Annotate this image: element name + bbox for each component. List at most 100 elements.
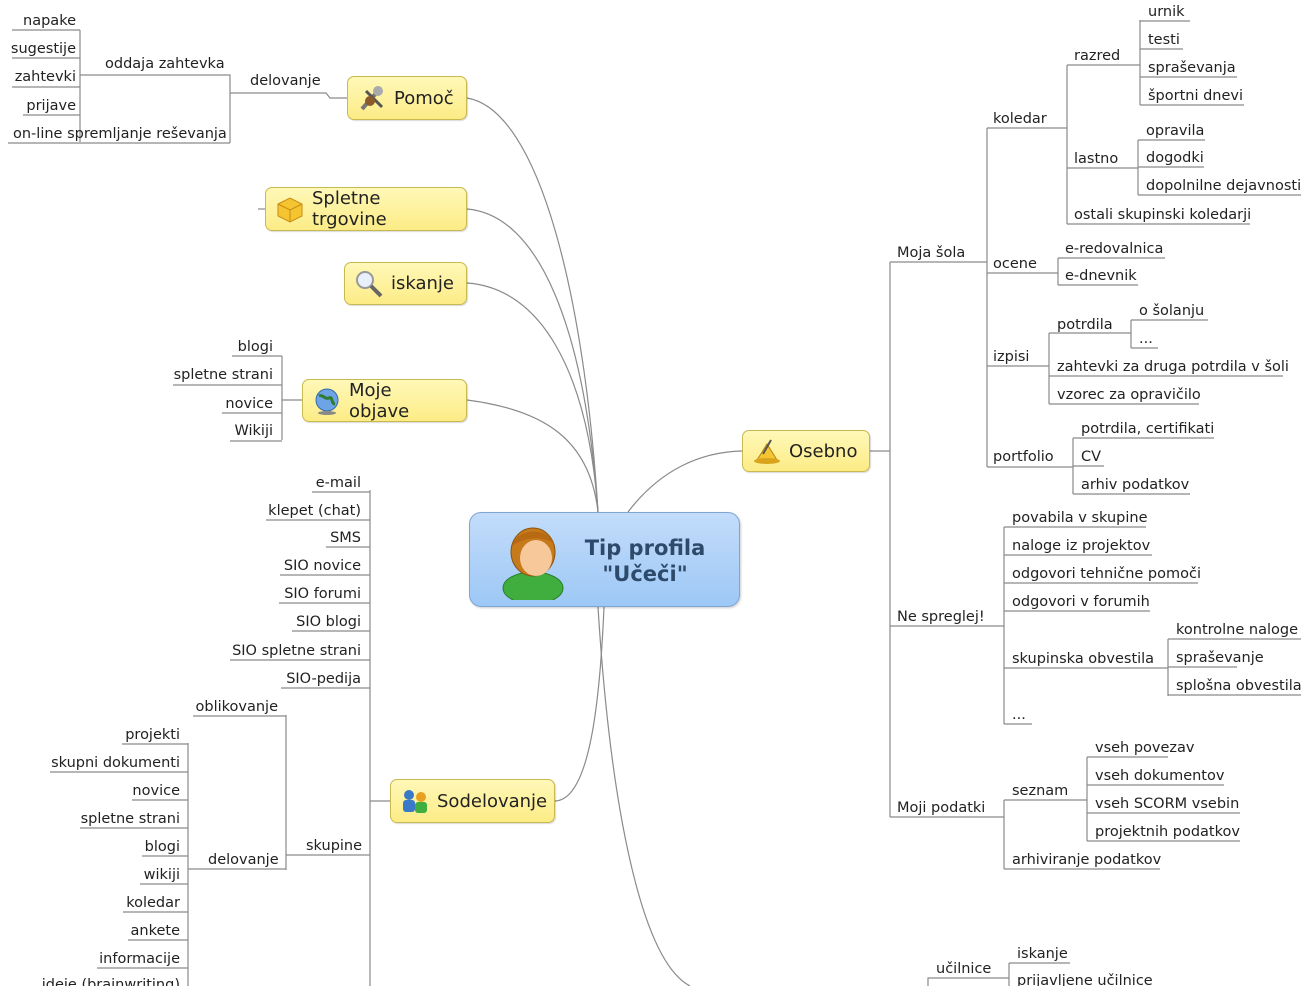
topic-label: Pomoč [394,87,454,109]
node-vzorec-opravicilo[interactable]: vzorec za opravičilo [1057,387,1201,403]
node-skupni-dokumenti[interactable]: skupni dokumenti [51,755,180,771]
node-sugestije[interactable]: sugestije [10,41,76,57]
topic-label: Osebno [789,440,858,462]
node-dogodki[interactable]: dogodki [1146,150,1204,166]
node-moji-podatki[interactable]: Moji podatki [897,800,986,816]
node-novice[interactable]: novice [132,783,180,799]
node-ocene[interactable]: ocene [993,256,1037,272]
topic-iskanje[interactable]: iskanje [344,262,467,305]
node-o-solanju[interactable]: o šolanju [1139,303,1205,319]
node-wikiji[interactable]: wikiji [143,867,180,883]
people-group-icon [399,786,431,816]
node-moja-sola[interactable]: Moja šola [897,245,966,261]
node-spletne-strani[interactable]: spletne strani [80,811,180,827]
node-sprasevanja[interactable]: spraševanja [1148,60,1236,76]
node-skupine-delovanje[interactable]: delovanje [208,852,279,868]
node-napake[interactable]: napake [23,13,76,29]
node-naloge-projektov[interactable]: naloge iz projektov [1012,538,1151,554]
node-potrdila-certifikati[interactable]: potrdila, certifikati [1081,421,1215,437]
node-razred[interactable]: razred [1074,48,1121,64]
node-vseh-povezav[interactable]: vseh povezav [1095,740,1195,756]
node-vseh-dokumentov[interactable]: vseh dokumentov [1095,768,1225,784]
node-zahtevki-potrdila[interactable]: zahtevki za druga potrdila v šoli [1057,359,1289,375]
node-sio-forumi[interactable]: SIO forumi [284,586,361,602]
node-objave-novice[interactable]: novice [225,396,273,412]
node-skupinska-obvestila[interactable]: skupinska obvestila [1012,651,1155,667]
node-objave-wikiji[interactable]: Wikiji [234,423,273,439]
node-arhiviranje[interactable]: arhiviranje podatkov [1012,852,1162,868]
node-oddaja-zahtevka[interactable]: oddaja zahtevka [105,56,225,72]
node-sms[interactable]: SMS [330,530,361,546]
central-title: Tip profila "Učeči" [584,536,706,586]
node-prijave[interactable]: prijave [26,98,76,114]
help-tools-icon [356,83,388,113]
node-ucilnice-iskanje[interactable]: iskanje [1017,946,1068,962]
node-lastno[interactable]: lastno [1074,151,1119,167]
node-ucilnice[interactable]: učilnice [936,961,992,977]
node-urnik[interactable]: urnik [1148,4,1185,20]
node-online-spremljanje[interactable]: on-line spremljanje reševanja [13,126,227,142]
node-e-dnevnik[interactable]: e-dnevnik [1065,268,1137,284]
node-splosna-obvestila[interactable]: splošna obvestila [1176,678,1301,694]
topic-spletne-trgovine[interactable]: Spletne trgovine [265,187,467,231]
node-vseh-scorm[interactable]: vseh SCORM vsebin [1095,796,1240,812]
bell-icon [751,436,783,466]
node-testi[interactable]: testi [1148,32,1180,48]
node-odgovori-forumih[interactable]: odgovori v forumih [1012,594,1150,610]
node-oblikovanje[interactable]: oblikovanje [195,699,279,715]
globe-icon [311,386,343,416]
node-arhiv-podatkov[interactable]: arhiv podatkov [1081,477,1190,493]
node-povabila[interactable]: povabila v skupine [1012,510,1148,526]
topic-label: Spletne trgovine [312,188,387,230]
node-sio-blogi[interactable]: SIO blogi [296,614,361,630]
topic-label: Moje objave [349,379,410,422]
node-portfolio[interactable]: portfolio [993,449,1054,465]
node-ideje[interactable]: ideje (brainwriting) [41,977,180,986]
node-ostali-koledarji[interactable]: ostali skupinski koledarji [1074,207,1252,223]
node-ns-more[interactable]: ... [1012,707,1026,723]
node-kontrolne-naloge[interactable]: kontrolne naloge [1176,622,1298,638]
topic-osebno[interactable]: Osebno [742,430,870,472]
node-sio-pedija[interactable]: SIO-pedija [286,671,361,687]
topic-label: iskanje [391,273,454,294]
node-dopolnilne-dejavnosti[interactable]: dopolnilne dejavnosti [1146,178,1301,194]
node-sportni-dnevi[interactable]: športni dnevi [1148,88,1244,104]
topic-sodelovanje[interactable]: Sodelovanje [390,779,555,823]
node-objave-spletne-strani[interactable]: spletne strani [173,367,273,383]
node-e-redovalnica[interactable]: e-redovalnica [1065,241,1164,257]
node-sio-novice[interactable]: SIO novice [283,558,361,574]
topic-label: Sodelovanje [437,790,548,812]
topic-pomoc[interactable]: Pomoč [347,76,467,120]
node-objave-blogi[interactable]: blogi [237,339,273,355]
magnifier-icon [353,269,385,299]
node-opravila[interactable]: opravila [1146,123,1205,139]
student-avatar-icon [498,522,568,605]
node-potrdila[interactable]: potrdila [1057,317,1113,333]
node-projekti[interactable]: projekti [125,727,180,743]
package-icon [274,194,306,224]
node-informacije[interactable]: informacije [99,951,180,967]
node-ne-spreglej[interactable]: Ne spreglej! [897,609,985,625]
node-cv[interactable]: CV [1081,449,1102,465]
node-sio-spletne-strani[interactable]: SIO spletne strani [232,643,361,659]
node-odgovori-pomoci[interactable]: odgovori tehnične pomoči [1012,566,1201,582]
node-koledar[interactable]: koledar [126,895,180,911]
node-seznam[interactable]: seznam [1012,783,1069,799]
node-klepet[interactable]: klepet (chat) [268,503,361,519]
node-koledar-os[interactable]: koledar [993,111,1047,127]
node-skupine[interactable]: skupine [306,838,363,854]
topic-moje-objave[interactable]: Moje objave [302,379,467,422]
node-prijavljene-ucilnice[interactable]: prijavljene učilnice [1017,973,1153,986]
node-projektnih-podatkov[interactable]: projektnih podatkov [1095,824,1240,840]
node-ankete[interactable]: ankete [130,923,180,939]
node-zahtevki[interactable]: zahtevki [14,69,76,85]
node-izpisi[interactable]: izpisi [993,349,1030,365]
node-email[interactable]: e-mail [315,475,361,491]
node-blogi[interactable]: blogi [144,839,180,855]
central-topic[interactable]: Tip profila "Učeči" [469,512,740,607]
node-potrdila-more[interactable]: ... [1139,331,1153,347]
node-delovanje[interactable]: delovanje [250,73,321,89]
node-sprasevanje[interactable]: spraševanje [1176,650,1264,666]
